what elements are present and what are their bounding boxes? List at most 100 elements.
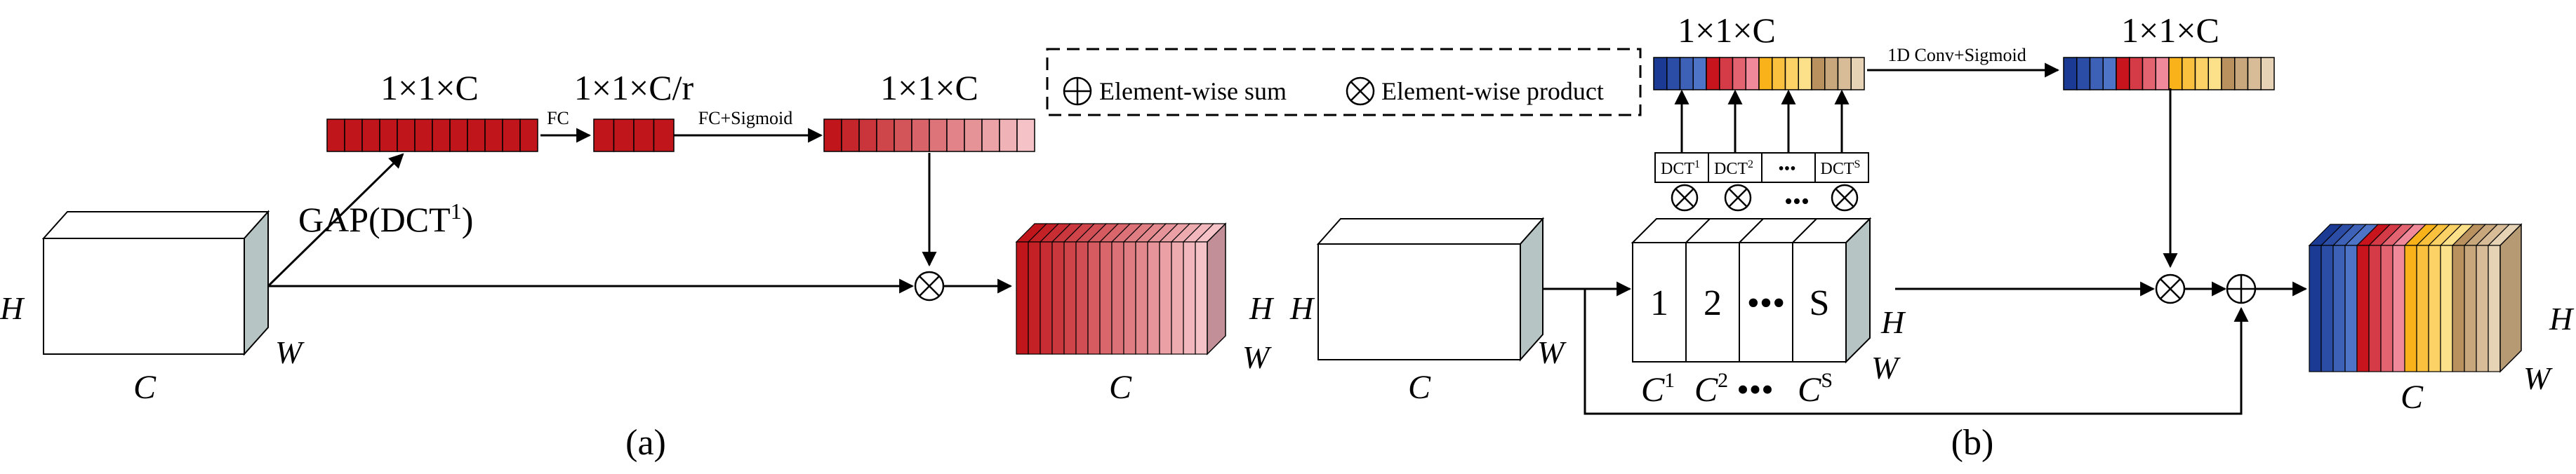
vec-concat-cell [1666, 57, 1681, 90]
vec3-cell [929, 118, 948, 152]
out-a-slice [1063, 241, 1077, 355]
out-b-slice [2380, 245, 2394, 372]
out-b-slice [2476, 245, 2489, 372]
legend-box [1046, 48, 1642, 116]
product-icon [1671, 184, 1699, 212]
vec-out [2063, 57, 2275, 90]
vec-concat-cell [1745, 57, 1760, 90]
out-b-slice [2392, 245, 2405, 372]
out-a-slice [1087, 241, 1101, 355]
input-cube-a [41, 210, 270, 356]
vec1-cell [326, 118, 345, 152]
vec1-cell [379, 118, 398, 152]
cube-b-h-label: H [1289, 290, 1315, 326]
vec3-cell [981, 118, 1000, 152]
out-a-slice [1040, 241, 1053, 355]
vec2-cell [593, 118, 615, 152]
vec-concat-cell [1719, 57, 1734, 90]
vec-concat-cell [1811, 57, 1826, 90]
vec-concat-label: 1×1×C [1678, 11, 1776, 50]
vec-concat-cell [1732, 57, 1746, 90]
out-b-w-label: W [2523, 360, 2553, 396]
vec-out-cell [2194, 57, 2209, 90]
vec1-cell [344, 118, 363, 152]
out-b-h-label: H [2549, 301, 2575, 337]
cube-a-c-label: C [133, 369, 157, 406]
vec-out-cell [2102, 57, 2117, 90]
vec1-cell [484, 118, 503, 152]
vec-concat-cell [1758, 57, 1773, 90]
vec1-cell [502, 118, 521, 152]
vec2-cell [613, 118, 635, 152]
out-a-slice [1195, 241, 1208, 355]
sum-icon-legend [1063, 76, 1092, 106]
split-box-label: ••• [1747, 283, 1786, 323]
split-top-divider [1739, 218, 1764, 243]
split-h-label: H [1880, 304, 1906, 340]
vec3-cell [858, 118, 877, 152]
out-b-slice [2309, 245, 2322, 372]
vec2-cell [633, 118, 655, 152]
vec3-cell [946, 118, 965, 152]
vec-out-label: 1×1×C [2121, 11, 2219, 50]
out-b-c-label: C [2401, 379, 2424, 416]
legend-sum-label: Element-wise sum [1099, 77, 1287, 105]
out-a-h-label: H [1249, 290, 1275, 326]
out-a-c-label: C [1109, 369, 1132, 406]
out-b-slice [2428, 245, 2441, 372]
out-b-slice [2368, 245, 2382, 372]
cube-b-c-label: C [1408, 369, 1431, 406]
split-top-divider [1685, 218, 1711, 243]
out-b-slice [2440, 245, 2453, 372]
dct-box-label: DCT2 [1714, 158, 1753, 178]
dct-box [1761, 152, 1816, 183]
split-side [1845, 217, 1871, 364]
out-a-slice [1075, 241, 1089, 355]
out-b-slice [2344, 245, 2358, 372]
vec3-gradient [823, 118, 1035, 152]
output-cube-b [2308, 223, 2523, 373]
sum-icon-b [2226, 273, 2257, 304]
caption-b: (b) [1951, 423, 1994, 463]
vec-out-cell [2182, 57, 2196, 90]
cube-a-h-label: H [0, 290, 25, 326]
cube-b-w-label: W [1537, 334, 1567, 370]
vec-concat-cell [1692, 57, 1707, 90]
vec-out-cell [2063, 57, 2078, 90]
out-a-slice [1016, 241, 1029, 355]
out-b-slice [2332, 245, 2346, 372]
split-box-label: S [1810, 283, 1830, 323]
vec2-cell [653, 118, 675, 152]
out-b-slice [2356, 245, 2370, 372]
vec-out-cell [2076, 57, 2091, 90]
vec-out-cell [2129, 57, 2144, 90]
dct-up-arrows [1674, 89, 1850, 153]
out-b-slice [2321, 245, 2334, 372]
vec-concat-cell [1824, 57, 1839, 90]
vec-out-cell [2168, 57, 2183, 90]
vec3-cell [841, 118, 860, 152]
output-cube-a [1015, 222, 1227, 356]
vec3-cell [894, 118, 912, 152]
vec1-cell [449, 118, 468, 152]
vec-concat-cell [1653, 57, 1668, 90]
vec-concat-cell [1798, 57, 1812, 90]
vec3-cell [964, 118, 983, 152]
vec-concat-cell [1679, 57, 1694, 90]
split-top-divider [1792, 218, 1817, 243]
vec-concat-cell [1772, 57, 1786, 90]
vec-out-cell [2142, 57, 2156, 90]
vec3-cell [911, 118, 930, 152]
input-cube-b [1316, 217, 1545, 362]
vec-out-cell [2089, 57, 2104, 90]
out-a-slice [1123, 241, 1136, 355]
out-b-side [2499, 223, 2522, 373]
vec-concat-cell [1784, 57, 1799, 90]
out-a-slice [1028, 241, 1041, 355]
dct-box-label: ••• [1778, 160, 1795, 178]
out-a-slice [1171, 241, 1184, 355]
vec-concat-cell [1706, 57, 1720, 90]
